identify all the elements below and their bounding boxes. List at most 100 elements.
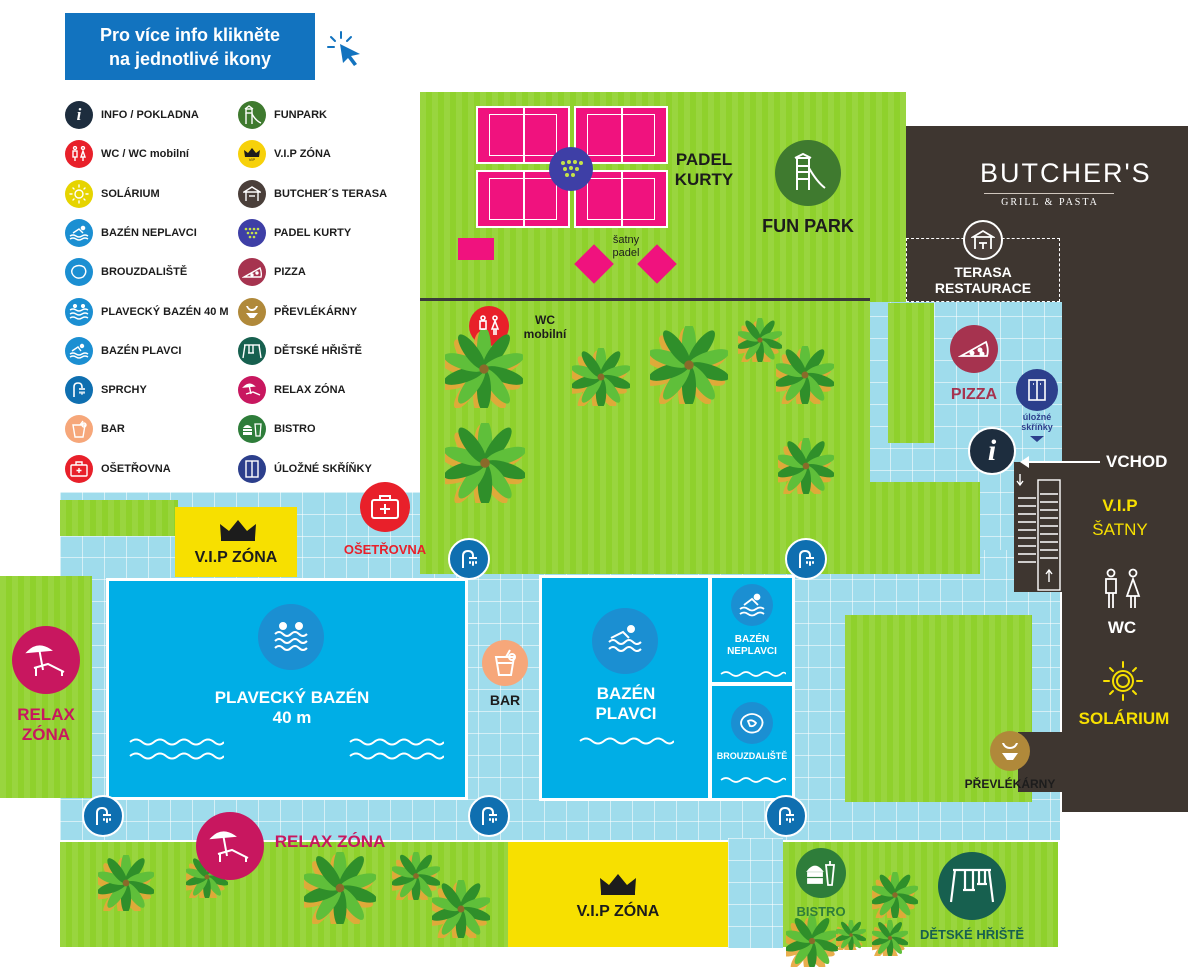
crown-icon: VIP	[238, 140, 266, 169]
corridor	[1014, 462, 1064, 592]
swing-icon[interactable]	[938, 852, 1006, 920]
info-banner: Pro více info klikněte na jednotlivé iko…	[65, 13, 315, 80]
legend-item[interactable]: SPRCHY	[65, 375, 147, 405]
banner-line-1: Pro více info klikněte	[99, 24, 281, 45]
prevlekarny-label: PŘEVLÉKÁRNY	[964, 777, 1056, 791]
legend-item-label: SOLÁRIUM	[101, 187, 160, 200]
shower-icon[interactable]	[448, 538, 490, 580]
legend-item-label: WC / WC mobilní	[101, 148, 189, 161]
legend-item[interactable]: WC / WC mobilní	[65, 139, 189, 169]
relax-zone-bottom-label: RELAX ZÓNA	[274, 832, 386, 851]
kiddie-pool-icon[interactable]	[731, 702, 773, 744]
slide-icon	[238, 101, 266, 129]
legend-item-label: OŠETŘOVNA	[101, 462, 171, 475]
locker-icon[interactable]	[1016, 369, 1058, 411]
osetrovna-label: OŠETŘOVNA	[343, 542, 427, 557]
drink-icon[interactable]	[482, 640, 528, 686]
vip-satny-label-1: V.I.P	[1102, 496, 1138, 515]
legend-item[interactable]: RELAX ZÓNA	[238, 375, 346, 405]
shower-icon[interactable]	[785, 538, 827, 580]
legend-item[interactable]: BAZÉN NEPLAVCI	[65, 218, 197, 248]
info-icon[interactable]: i	[968, 427, 1016, 475]
butchers-sub: GRILL & PASTA	[1001, 197, 1099, 208]
legend-item-label: BISTRO	[274, 423, 316, 436]
legend-item[interactable]: BROUZDALIŠTĚ	[65, 257, 187, 287]
vip-zone-top-label: V.I.P ZÓNA	[194, 549, 278, 566]
vip-zone-top[interactable]	[175, 507, 297, 577]
info-icon: i	[65, 101, 93, 129]
legend-item[interactable]: PIZZA	[238, 257, 306, 287]
waves-icon[interactable]	[592, 608, 658, 674]
legend-item[interactable]: VIP V.I.P ZÓNA	[238, 139, 331, 169]
swimmer-icon[interactable]	[731, 584, 773, 626]
first-aid-icon[interactable]	[360, 482, 410, 532]
palm-tree	[867, 870, 919, 925]
burger-icon	[238, 415, 266, 444]
wc-icon	[65, 140, 93, 169]
legend-item[interactable]: FUNPARK	[238, 100, 327, 130]
sun-icon	[65, 179, 93, 208]
legend-item[interactable]: BISTRO	[238, 414, 316, 444]
burger-icon[interactable]	[796, 848, 846, 898]
legend-item-label: V.I.P ZÓNA	[274, 148, 331, 161]
palm-tree	[733, 316, 783, 369]
legend-item-label: ÚLOŽNÉ SKŘÍŇKY	[274, 462, 372, 475]
legend-item[interactable]: PŘEVLÉKÁRNY	[238, 297, 357, 327]
pizza-icon[interactable]	[950, 325, 998, 373]
palm-tree	[771, 343, 835, 412]
pavilion-icon	[238, 179, 266, 208]
legend-item[interactable]: ÚLOŽNÉ SKŘÍŇKY	[238, 454, 372, 484]
wc-label: WC	[1107, 618, 1137, 637]
swimmers-waves	[579, 737, 674, 745]
legend-item-label: BAR	[101, 423, 125, 436]
palm-tree	[644, 322, 730, 413]
entrance-arrow-line	[1026, 461, 1100, 463]
legend-item[interactable]: BUTCHER´S TERASA	[238, 179, 387, 209]
legend-item-label: BUTCHER´S TERASA	[274, 187, 388, 200]
legend-item[interactable]: SOLÁRIUM	[65, 179, 160, 209]
shower-icon[interactable]	[765, 795, 807, 837]
swimmers-pool-label: BAZÉN PLAVCI	[595, 684, 657, 723]
lounger-icon-bottom[interactable]	[196, 812, 264, 880]
cursor-click-icon	[327, 31, 360, 66]
shower-icon[interactable]	[468, 795, 510, 837]
padel-icon[interactable]	[549, 147, 593, 191]
vip-satny-label-2: ŠATNY	[1092, 520, 1148, 539]
pizza-icon	[238, 258, 266, 287]
legend-item[interactable]: PLAVECKÝ BAZÉN 40 M	[65, 297, 229, 327]
crown-icon-bottom	[600, 874, 636, 895]
legend-item[interactable]: DĚTSKÉ HŘIŠTĚ	[238, 336, 362, 366]
legend-item[interactable]: PADEL KURTY	[238, 218, 351, 248]
wc-icon[interactable]	[1100, 568, 1144, 612]
sun-icon[interactable]	[1102, 660, 1144, 702]
butchers-building	[906, 126, 1188, 302]
pizza-label: PIZZA	[950, 386, 998, 403]
butchers-name: BUTCHER'S	[980, 158, 1152, 188]
legend-item[interactable]: BAR	[65, 414, 125, 444]
lounger-icon	[238, 376, 266, 405]
info-glyph: i	[987, 434, 997, 467]
legend-item-label: DĚTSKÉ HŘIŠTĚ	[274, 344, 363, 357]
non-swimmers-waves	[720, 671, 786, 677]
legend-item[interactable]: BAZÉN PLAVCI	[65, 336, 181, 366]
legend-item-label: RELAX ZÓNA	[274, 384, 346, 397]
lane-pool-icon	[65, 297, 93, 326]
relax-zone-left-label: RELAX ZÓNA	[17, 705, 75, 744]
shower-icon[interactable]	[82, 795, 124, 837]
pavilion-icon[interactable]	[963, 220, 1003, 260]
lane-pool-icon[interactable]	[258, 604, 324, 670]
pool-waves-right	[349, 738, 444, 760]
pool-deck-bottom-strip	[728, 838, 783, 948]
legend-item-label: BAZÉN PLAVCI	[101, 344, 182, 357]
bar-label: BAR	[489, 692, 521, 708]
pool-waves-left	[129, 738, 224, 760]
lounger-icon-left[interactable]	[12, 626, 80, 694]
slide-icon[interactable]	[775, 140, 841, 206]
palm-tree	[831, 918, 867, 957]
swimsuit-icon[interactable]	[990, 731, 1030, 771]
padel-label: PADEL KURTY	[674, 150, 734, 189]
padel-court-2[interactable]	[574, 106, 668, 164]
legend-item[interactable]: OŠETŘOVNA	[65, 454, 171, 484]
funpark-label: FUN PARK	[762, 216, 854, 236]
